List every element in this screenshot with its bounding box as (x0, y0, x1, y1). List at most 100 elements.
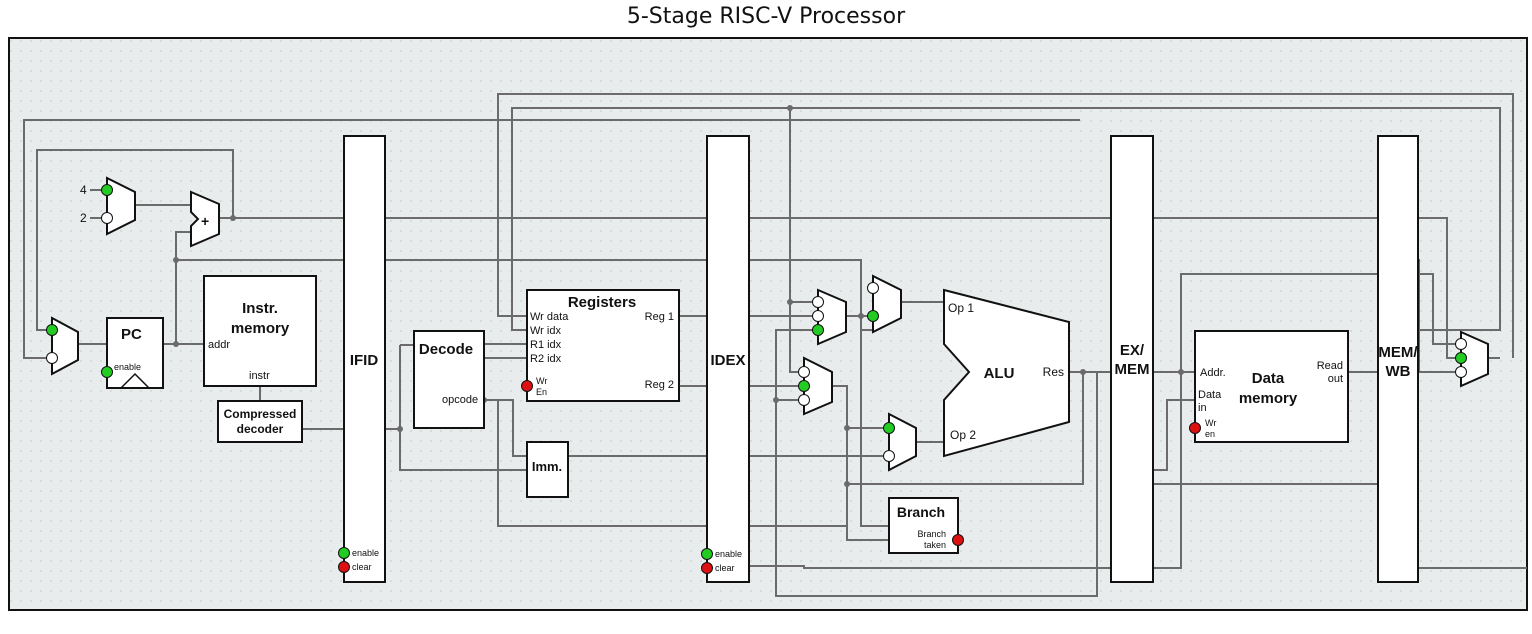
exmem-label-2: MEM (1115, 361, 1150, 378)
branch-taken-label-2: taken (924, 540, 946, 550)
data-memory-addr-label: Addr. (1200, 367, 1226, 379)
memwb-label-2: WB (1386, 363, 1411, 380)
alu-label: ALU (984, 365, 1015, 382)
canvas-frame (8, 37, 1528, 611)
clock-icon (120, 372, 150, 389)
exmem-register[interactable]: EX/ MEM (1110, 135, 1154, 583)
port-active-icon (46, 324, 58, 336)
data-memory-data-in-label-1: Data (1198, 389, 1222, 401)
registers-wr-data-label: Wr data (530, 311, 569, 323)
imm-unit[interactable]: Imm. (526, 441, 569, 498)
registers-r1-idx-label: R1 idx (530, 339, 562, 351)
branch-unit[interactable]: Branch Branch taken (888, 497, 964, 554)
registers-reg1-label: Reg 1 (645, 311, 674, 323)
idex-label: IDEX (710, 352, 745, 369)
pc-label: PC (121, 326, 142, 343)
idex-register[interactable]: IDEX enable clear (701, 135, 750, 583)
instr-memory-title-2: memory (231, 320, 290, 337)
port-idle-icon (812, 296, 824, 308)
ifid-register[interactable]: IFID enable clear (338, 135, 386, 583)
increment-mux[interactable] (101, 176, 136, 236)
alu-op1-label: Op 1 (948, 301, 974, 315)
port-active-icon (867, 310, 879, 322)
alu-op2-mux[interactable] (883, 412, 917, 472)
port-active-icon (338, 547, 350, 559)
ifid-label: IFID (350, 352, 378, 369)
data-memory-title-2: memory (1239, 390, 1298, 407)
port-alert-icon (952, 534, 964, 546)
decode-label: Decode (419, 341, 473, 358)
port-active-icon (798, 380, 810, 392)
alu[interactable]: ALU Op 1 Op 2 Res (943, 288, 1070, 458)
port-active-icon (101, 184, 113, 196)
idex-enable-label: enable (715, 549, 742, 559)
registers-wr-label: Wr (536, 376, 547, 386)
port-active-icon (1455, 352, 1467, 364)
data-memory-title-1: Data (1252, 370, 1285, 387)
compressed-decoder-label-2: decoder (237, 422, 284, 436)
idex-clear-label: clear (715, 563, 735, 573)
compressed-decoder-label-1: Compressed (224, 407, 297, 421)
constant-four: 4 (80, 183, 87, 197)
port-active-icon (883, 422, 895, 434)
forward-mux-b[interactable] (798, 356, 833, 416)
port-idle-icon (812, 310, 824, 322)
instr-memory-instr-label: instr (249, 370, 270, 382)
branch-taken-label-1: Branch (917, 529, 946, 539)
registers-title: Registers (568, 294, 636, 311)
forward-mux-a[interactable] (812, 288, 847, 346)
constant-two: 2 (80, 211, 87, 225)
port-idle-icon (1455, 338, 1467, 350)
memwb-label-1: MEM/ (1378, 344, 1418, 361)
port-alert-icon (701, 562, 713, 574)
wire-junctions (173, 105, 1184, 487)
page-title: 5-Stage RISC-V Processor (626, 4, 906, 29)
register-file[interactable]: Registers Wr data Wr idx R1 idx R2 idx W… (521, 289, 680, 402)
data-memory-wr-label: Wr (1205, 418, 1216, 428)
data-memory-en-label: en (1205, 429, 1215, 439)
pc-enable-label: enable (114, 362, 141, 372)
pc-adder[interactable]: + (190, 190, 220, 248)
instr-memory-addr-label: addr (208, 339, 230, 351)
registers-wr-idx-label: Wr idx (530, 325, 561, 337)
ifid-enable-label: enable (352, 548, 379, 558)
port-idle-icon (1455, 366, 1467, 378)
port-active-icon (101, 366, 113, 378)
registers-reg2-label: Reg 2 (645, 379, 674, 391)
memwb-register[interactable]: MEM/ WB (1377, 135, 1419, 583)
compressed-decoder[interactable]: Compressed decoder (217, 400, 303, 443)
decode-unit[interactable]: Decode opcode (413, 330, 485, 429)
decode-opcode-label: opcode (442, 394, 478, 406)
instr-memory[interactable]: Instr. memory addr instr (203, 275, 317, 387)
alu-op1-mux[interactable] (867, 274, 902, 334)
port-active-icon (812, 324, 824, 336)
port-alert-icon (1189, 422, 1201, 434)
port-alert-icon (521, 380, 533, 392)
port-idle-icon (798, 366, 810, 378)
adder-plus-icon: + (201, 213, 209, 229)
branch-label: Branch (897, 504, 945, 520)
registers-r2-idx-label: R2 idx (530, 353, 562, 365)
alu-res-label: Res (1043, 365, 1064, 379)
pc-register[interactable]: PC enable (101, 317, 164, 389)
wires (23, 93, 1527, 597)
writeback-mux[interactable] (1455, 330, 1489, 388)
data-memory[interactable]: Data memory Addr. Data in Wr en Read out (1189, 330, 1349, 443)
ifid-clear-label: clear (352, 562, 372, 572)
port-idle-icon (46, 352, 58, 364)
port-alert-icon (338, 561, 350, 573)
data-memory-read-out-label-2: out (1328, 373, 1343, 385)
imm-label: Imm. (532, 459, 562, 474)
registers-en-label: En (536, 387, 547, 397)
port-idle-icon (883, 450, 895, 462)
pc-mux[interactable] (46, 316, 79, 376)
port-active-icon (701, 548, 713, 560)
exmem-label-1: EX/ (1120, 342, 1145, 359)
port-idle-icon (101, 212, 113, 224)
port-idle-icon (798, 394, 810, 406)
port-idle-icon (867, 282, 879, 294)
data-memory-data-in-label-2: in (1198, 402, 1207, 414)
data-memory-read-out-label-1: Read (1317, 360, 1343, 372)
instr-memory-title-1: Instr. (242, 300, 278, 317)
